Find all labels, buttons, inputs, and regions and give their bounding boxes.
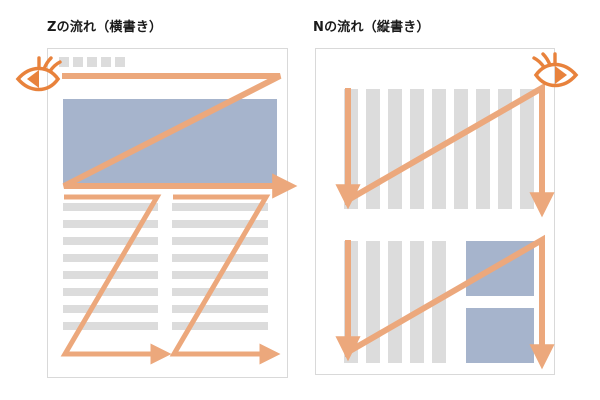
text-column — [454, 89, 468, 209]
eye-outline — [15, 66, 61, 92]
text-line — [172, 305, 268, 313]
eyelash-1 — [541, 52, 552, 67]
eye-pupil — [27, 70, 39, 88]
text-column — [388, 241, 402, 363]
text-column — [344, 241, 358, 363]
text-line — [63, 220, 158, 228]
text-line — [63, 305, 158, 313]
text-line — [172, 271, 268, 279]
header-chip — [101, 57, 111, 67]
header-chip — [73, 57, 83, 67]
header-chip — [115, 57, 125, 67]
text-line — [63, 288, 158, 296]
text-column — [410, 241, 424, 363]
text-line — [63, 254, 158, 262]
page-title-n-flow: Nの流れ（縦書き） — [313, 20, 430, 35]
eye-pupil — [555, 66, 567, 84]
text-column — [432, 241, 446, 363]
text-line — [172, 203, 268, 211]
text-line — [172, 288, 268, 296]
page-card-n-flow — [315, 48, 555, 375]
text-line — [63, 271, 158, 279]
text-column — [520, 89, 534, 209]
text-line — [63, 237, 158, 245]
hero-blue-block — [63, 99, 277, 184]
text-line — [172, 220, 268, 228]
text-column — [388, 89, 402, 209]
text-column — [410, 89, 424, 209]
eyelash-2 — [532, 56, 546, 69]
page-title-z-flow: Zの流れ（横書き） — [47, 20, 163, 35]
text-line — [172, 237, 268, 245]
text-line — [63, 203, 158, 211]
blue-block-upper — [466, 241, 534, 296]
text-column — [366, 89, 380, 209]
text-line — [63, 322, 158, 330]
text-line — [172, 254, 268, 262]
eyelash-2 — [48, 60, 62, 73]
eye-outline — [533, 62, 579, 88]
eye-icon — [532, 52, 579, 88]
text-column — [344, 89, 358, 209]
blue-block-lower — [466, 308, 534, 363]
eye-icon — [15, 56, 62, 92]
header-chip — [87, 57, 97, 67]
text-column — [476, 89, 490, 209]
header-chip — [59, 57, 69, 67]
text-column — [366, 241, 380, 363]
text-line — [172, 322, 268, 330]
text-column — [432, 89, 446, 209]
eyelash-1 — [42, 56, 53, 71]
text-column — [498, 89, 512, 209]
page-card-z-flow — [47, 48, 288, 378]
